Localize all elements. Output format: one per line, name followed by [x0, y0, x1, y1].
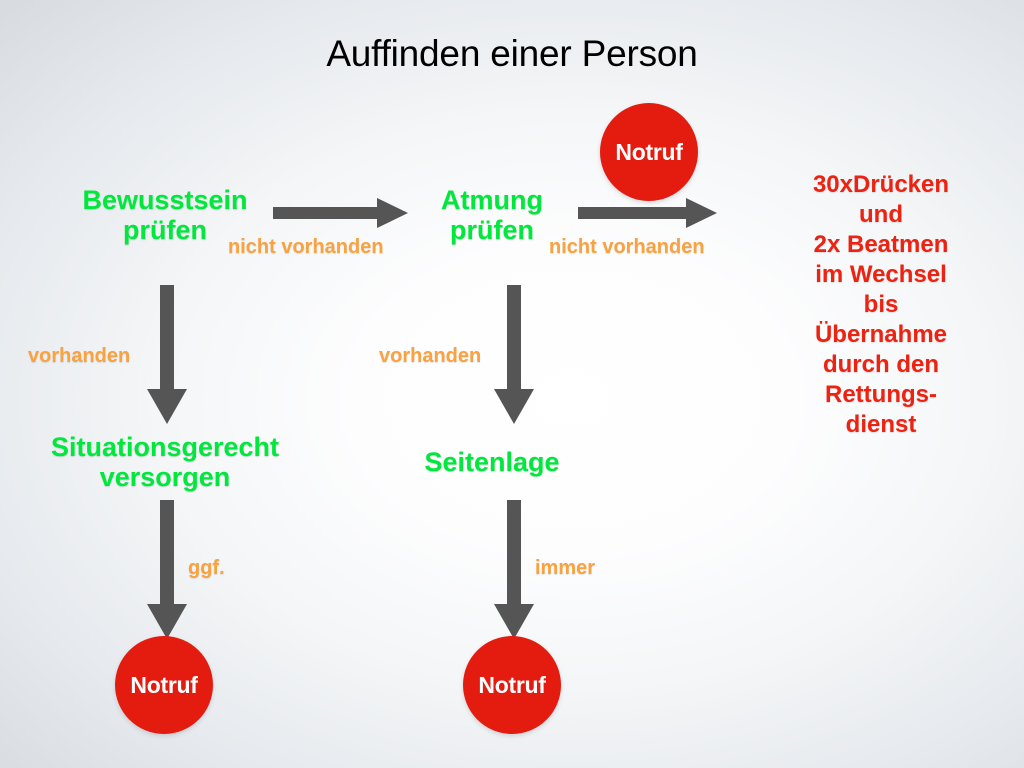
- arrow-recovery-to-emergency-call: [492, 500, 536, 640]
- emergency-call-circle-bottom-left[interactable]: Notruf: [115, 636, 213, 734]
- edge-label-breathing-to-recovery: vorhanden: [379, 345, 482, 367]
- emergency-call-circle-bottom-middle[interactable]: Notruf: [463, 636, 561, 734]
- arrow-breathing-to-cpr: [578, 196, 718, 230]
- arrow-consciousness-to-care: [145, 285, 189, 425]
- page-title: Auffinden einer Person: [326, 33, 698, 74]
- node-cpr-instruction: 30xDrücken und 2x Beatmen im Wechsel bis…: [812, 171, 950, 438]
- emergency-call-label: Notruf: [615, 138, 683, 165]
- emergency-call-circle-top[interactable]: Notruf: [600, 103, 698, 201]
- arrow-care-to-emergency-call: [145, 500, 189, 640]
- node-recovery-position[interactable]: Seitenlage: [424, 447, 560, 477]
- edge-label-care-to-emergency-call: ggf.: [188, 557, 225, 579]
- edge-label-consciousness-to-breathing: nicht vorhanden: [228, 236, 384, 258]
- edge-label-breathing-to-cpr: nicht vorhanden: [549, 236, 705, 258]
- emergency-call-label: Notruf: [130, 671, 198, 698]
- node-consciousness-check[interactable]: Bewusstsein prüfen: [82, 185, 248, 246]
- edge-label-recovery-to-emergency-call: immer: [535, 557, 596, 579]
- arrow-consciousness-to-breathing: [273, 196, 409, 230]
- emergency-call-label: Notruf: [478, 671, 546, 698]
- edge-label-consciousness-to-care: vorhanden: [28, 345, 131, 367]
- node-breathing-check[interactable]: Atmung prüfen: [441, 185, 543, 246]
- arrow-breathing-to-recovery: [492, 285, 536, 425]
- node-situational-care[interactable]: Situationsgerecht versorgen: [50, 432, 280, 493]
